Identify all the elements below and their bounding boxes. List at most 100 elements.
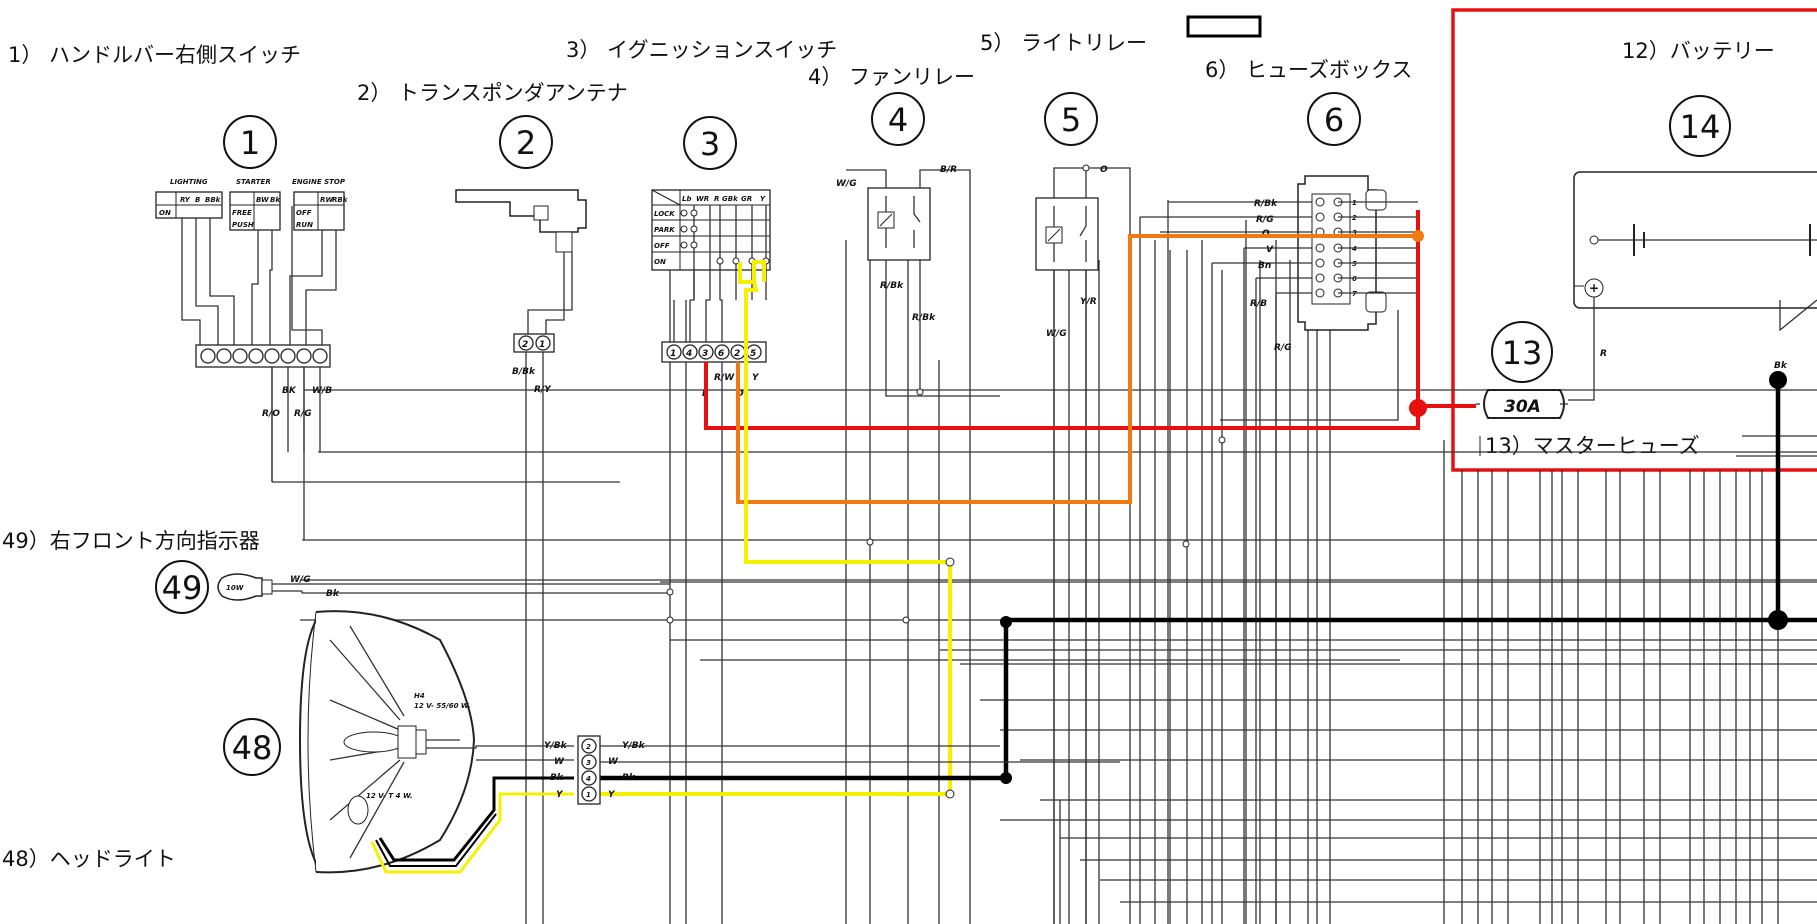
svg-text:BW: BW xyxy=(256,196,269,204)
svg-text:W: W xyxy=(554,757,565,767)
red-power-wire xyxy=(704,210,1476,430)
svg-text:30A: 30A xyxy=(1504,397,1541,417)
svg-text:1: 1 xyxy=(586,791,591,799)
svg-text:2: 2 xyxy=(586,743,591,751)
svg-text:4: 4 xyxy=(888,101,908,139)
label-headlight: 48）ヘッドライト xyxy=(2,847,176,871)
svg-text:FREE: FREE xyxy=(232,209,252,217)
label-ignition-switch: 3） イグニッションスイッチ xyxy=(566,38,837,62)
svg-text:4: 4 xyxy=(685,349,692,359)
svg-text:B/Bk: B/Bk xyxy=(512,367,536,377)
label-transponder-antenna: 2） トランスポンダアンテナ xyxy=(357,81,628,105)
svg-text:49: 49 xyxy=(162,569,203,607)
callout-5: 5 xyxy=(1044,92,1098,146)
svg-text:Y/R: Y/R xyxy=(1080,297,1097,307)
svg-text:ON: ON xyxy=(654,258,666,266)
yellow-wire xyxy=(598,260,955,799)
svg-text:RW: RW xyxy=(320,196,333,204)
black-ground-wire xyxy=(598,371,1817,784)
svg-text:R: R xyxy=(1600,349,1607,359)
svg-text:Bk: Bk xyxy=(270,196,281,204)
callout-6: 6 xyxy=(1307,92,1361,146)
svg-text:W: W xyxy=(608,757,619,767)
label-fan-relay: 4） ファンリレー xyxy=(808,65,975,89)
label-master-fuse: 13）マスターヒューズ xyxy=(1485,434,1700,458)
svg-text:R/B: R/B xyxy=(1250,299,1267,309)
svg-text:STARTER: STARTER xyxy=(236,178,271,186)
svg-text:Bk: Bk xyxy=(550,773,564,783)
callout-14: 14 xyxy=(1669,95,1731,157)
svg-text:RUN: RUN xyxy=(296,221,313,229)
battery: + R Bk xyxy=(1568,171,1817,401)
svg-text:12 V- 55/60 W.: 12 V- 55/60 W. xyxy=(414,702,471,710)
svg-text:R/G: R/G xyxy=(1256,215,1274,225)
svg-text:5: 5 xyxy=(1352,260,1357,268)
svg-text:W/G: W/G xyxy=(836,179,857,189)
svg-text:ON: ON xyxy=(159,209,171,217)
svg-text:5: 5 xyxy=(750,349,756,359)
label-right-front-indicator: 49）右フロント方向指示器 xyxy=(2,529,260,553)
label-light-relay: 5） ライトリレー xyxy=(980,31,1147,55)
callout-2: 2 xyxy=(499,115,553,169)
svg-text:Y: Y xyxy=(608,790,616,800)
svg-text:1: 1 xyxy=(240,124,260,162)
svg-text:BK: BK xyxy=(282,386,297,396)
svg-text:10W: 10W xyxy=(226,584,244,592)
svg-text:GBk: GBk xyxy=(722,195,739,203)
svg-text:W/B: W/B xyxy=(312,386,332,396)
label-handlebar-right-switch: 1） ハンドルバー右側スイッチ xyxy=(8,43,301,67)
svg-text:6: 6 xyxy=(1324,101,1344,139)
battery-area-frame xyxy=(1451,8,1817,472)
headlight: H4 12 V- 55/60 W. 12 V- T 4 W. xyxy=(298,610,574,874)
fan-relay: W/G B/R R/Bk R/Bk xyxy=(836,165,1000,924)
svg-text:R/G: R/G xyxy=(1274,343,1292,353)
svg-text:6: 6 xyxy=(718,349,724,359)
handlebar-switch: LIGHTING STARTER ENGINE STOP RY B BBk ON… xyxy=(155,178,1817,540)
svg-text:R/G: R/G xyxy=(294,409,312,419)
svg-text:R/O: R/O xyxy=(262,409,280,419)
svg-text:PUSH: PUSH xyxy=(232,221,254,229)
callout-3: 3 xyxy=(683,116,737,170)
svg-text:LOCK: LOCK xyxy=(654,210,675,218)
callout-48: 48 xyxy=(223,718,281,776)
svg-text:ENGINE STOP: ENGINE STOP xyxy=(292,178,346,186)
svg-text:R/Bk: R/Bk xyxy=(1254,199,1278,209)
svg-text:R/W: R/W xyxy=(714,373,735,383)
light-relay: O W/G Y/R xyxy=(1035,164,1131,924)
svg-text:WR: WR xyxy=(696,195,709,203)
callout-49: 49 xyxy=(155,560,209,614)
svg-text:OFF: OFF xyxy=(296,209,312,217)
svg-text:RBk: RBk xyxy=(332,196,349,204)
orange-wire xyxy=(736,234,1418,504)
callout-1: 1 xyxy=(223,115,277,169)
svg-text:R: R xyxy=(714,195,719,203)
svg-text:3: 3 xyxy=(700,125,720,163)
svg-text:2: 2 xyxy=(522,340,528,350)
marker-rect xyxy=(1186,15,1262,38)
svg-text:GR: GR xyxy=(741,195,752,203)
svg-text:1: 1 xyxy=(670,349,676,359)
svg-text:B/R: B/R xyxy=(940,165,957,175)
svg-text:PARK: PARK xyxy=(654,226,675,234)
svg-text:W/G: W/G xyxy=(1046,329,1067,339)
svg-text:4: 4 xyxy=(586,775,591,783)
svg-text:2: 2 xyxy=(1352,214,1357,222)
fuse-box: 1 2 3 4 5 6 7 R/Bk R/G O V Bn R/B R/G xyxy=(1139,175,1418,924)
svg-text:B: B xyxy=(195,196,200,204)
svg-text:Bk: Bk xyxy=(1774,361,1788,371)
callout-4: 4 xyxy=(871,92,925,146)
svg-text:R/Bk: R/Bk xyxy=(912,313,936,323)
svg-text:R/Bk: R/Bk xyxy=(880,281,904,291)
svg-text:V: V xyxy=(1266,245,1274,255)
svg-text:BBk: BBk xyxy=(205,196,222,204)
svg-text:3: 3 xyxy=(586,759,591,767)
svg-text:3: 3 xyxy=(702,349,708,359)
svg-text:W/G: W/G xyxy=(290,575,311,585)
svg-text:Bk: Bk xyxy=(326,589,340,599)
svg-text:13: 13 xyxy=(1502,334,1543,372)
svg-text:1: 1 xyxy=(1352,199,1357,207)
svg-text:Bk: Bk xyxy=(622,773,636,783)
svg-text:LIGHTING: LIGHTING xyxy=(170,178,208,186)
svg-text:RY: RY xyxy=(180,196,191,204)
svg-text:+: + xyxy=(1589,281,1599,295)
